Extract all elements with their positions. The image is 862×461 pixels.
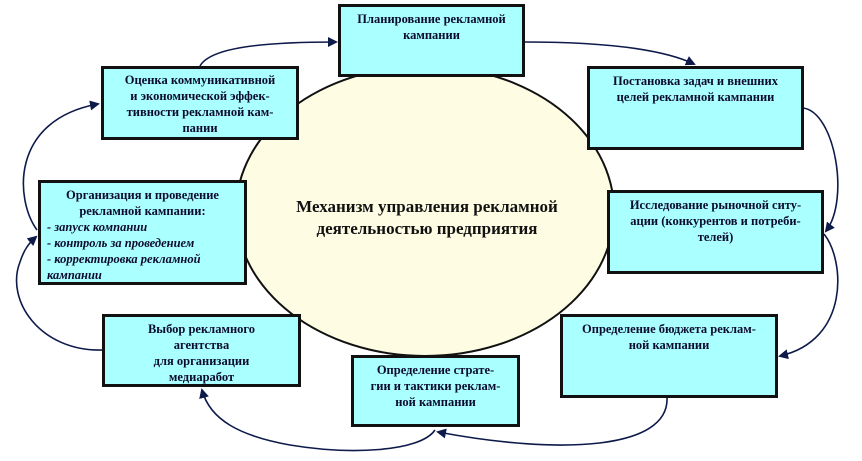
step-market-research: Исследование рыночной ситу- ации (конкур…: [607, 190, 824, 274]
arrow-organization-to-evaluation: [22, 100, 100, 231]
step-text: для организации: [153, 354, 250, 368]
step-text: Определение бюджета реклам-: [582, 322, 756, 336]
arrow-goals-to-research: [802, 107, 839, 233]
step-text: Оценка коммуникативной: [124, 73, 276, 87]
step-goals: Постановка задач и внешних целей рекламн…: [587, 66, 804, 150]
step-bullet: - запуск компании: [47, 220, 148, 234]
step-text: и экономической эффек-: [130, 89, 270, 103]
step-evaluation: Оценка коммуникативной и экономической э…: [101, 66, 299, 140]
arrow-plan-to-goals: [523, 41, 696, 66]
arrow-budget-to-strategy: [436, 396, 668, 446]
step-text: кампании: [403, 28, 460, 42]
arrow-research-to-budget: [778, 233, 839, 360]
step-bullet: - контроль за проведением: [47, 236, 195, 250]
step-text: гии и тактики реклам-: [370, 379, 501, 393]
arrow-evaluation-to-plan: [199, 37, 338, 67]
step-text: Выбор рекламного: [147, 322, 256, 336]
step-text: рекламной кампании:: [79, 204, 206, 218]
arrow-agency-to-organization: [15, 235, 104, 351]
step-text: Планирование рекламной: [357, 12, 506, 26]
step-bullet: кампании: [47, 268, 102, 282]
step-budget: Определение бюджета реклам- ной кампании: [560, 314, 778, 398]
central-title-line: Механизм управления рекламной: [296, 197, 558, 216]
step-text: телей): [697, 230, 734, 244]
step-text: целей рекламной кампании: [616, 90, 775, 104]
step-text: Постановка задач и внешних: [613, 74, 778, 88]
step-text: агентства: [173, 338, 230, 352]
step-agency-selection: Выбор рекламного агентства для организац…: [102, 314, 301, 387]
step-planning: Планирование рекламной кампании: [338, 4, 525, 77]
step-text: пании: [182, 121, 218, 135]
step-organization: Организация и проведение рекламной кампа…: [38, 180, 247, 285]
step-text: медиаработ: [168, 370, 235, 384]
step-text: Определение страте-: [376, 363, 495, 377]
step-text: тивности рекламной кам-: [126, 105, 274, 119]
step-text: ации (конкурентов и потреби-: [630, 214, 801, 228]
step-text: Организация и проведение: [66, 188, 219, 202]
step-strategy: Определение страте- гии и тактики реклам…: [351, 355, 520, 427]
arrow-strategy-to-agency: [199, 388, 436, 452]
step-bullet: - корректировка рекламной: [47, 252, 201, 266]
step-text: Исследование рыночной ситу-: [629, 198, 802, 212]
central-title: Механизм управления рекламной деятельнос…: [262, 196, 592, 240]
central-title-line: деятельностью предприятия: [316, 219, 538, 238]
step-text: ной кампании: [628, 338, 710, 352]
step-text: ной кампании: [395, 395, 476, 409]
